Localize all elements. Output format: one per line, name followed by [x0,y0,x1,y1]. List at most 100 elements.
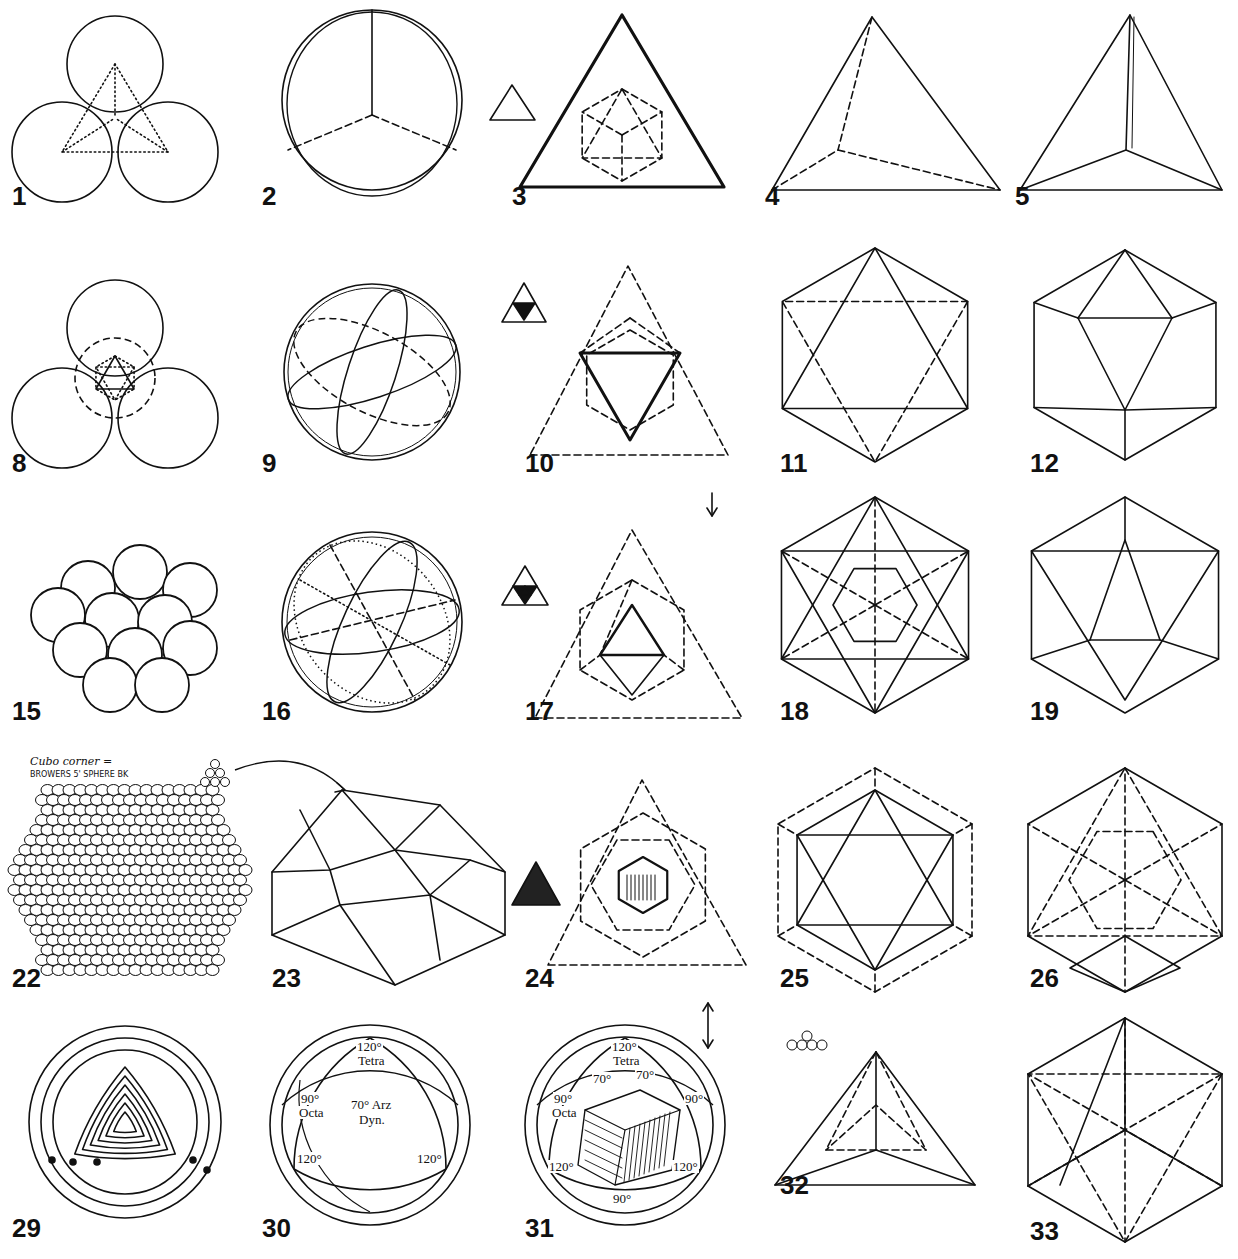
figure-line [114,64,116,118]
figure-line [1126,15,1130,150]
figure-line [1125,408,1216,411]
figure-line [644,1120,650,1174]
sphere-circle [234,855,247,866]
handwritten-note: Cubo corner = [30,756,112,767]
figure-line [1031,551,1218,700]
figure-line [1034,408,1125,411]
sphere-icon [216,769,225,778]
figure-number: 29 [12,1215,41,1241]
angle-label: 90° [684,1092,704,1105]
figure-line [581,813,706,957]
figure-circle [12,368,112,468]
figure-circle [29,1026,221,1218]
dot [204,1167,210,1173]
figure-line [395,850,470,895]
sphere-circle [217,925,230,936]
figure-line [1069,832,1181,929]
figure-line [1028,1074,1222,1186]
figure-line [535,530,742,718]
figure-line [300,810,330,870]
figure-number: 18 [780,698,809,724]
figure-line [1172,303,1216,319]
angle-label: 90° [612,1192,632,1205]
figure-circle [282,532,462,712]
figure-line [513,586,537,604]
figure-line [1070,936,1180,992]
figure-line [624,1128,630,1182]
figure-line [1028,768,1222,936]
figure-path [537,1071,713,1105]
figure-line [639,875,640,900]
sphere-circle [223,835,236,846]
figure-line [372,115,456,150]
figure-number: 19 [1030,698,1059,724]
angle-label: 70° Arz [350,1098,392,1111]
figure-line [1078,250,1125,318]
figure-number: 5 [1015,183,1029,209]
figure-line [707,508,717,516]
figure-line [502,566,548,605]
figure-line [782,248,967,462]
sphere-circle [228,905,241,916]
figure-line [330,545,415,700]
figure-line [580,580,684,700]
figure-circle [525,1025,725,1225]
figure-circle [537,1037,713,1213]
figure-line [875,551,969,605]
figure-line [600,580,632,655]
figure-ellipse [277,296,466,447]
figure-line [340,895,505,935]
figure-line [711,493,713,516]
figure-line [502,283,546,322]
angle-label: 70° [635,1068,655,1081]
angle-label: Tetra [612,1054,641,1067]
figure-line [1125,824,1222,880]
sphere-circle [223,915,236,926]
sphere-icon [807,1040,817,1050]
figure-line [1028,1074,1222,1186]
sphere-circle [228,845,241,856]
figure-path [114,1112,137,1133]
figure-number: 4 [765,183,779,209]
figure-line [875,605,969,659]
figure-line [875,1052,877,1150]
figure-line [585,1120,622,1138]
figure-line [639,1122,645,1176]
figure-line [838,17,872,150]
sphere-icon [211,760,220,769]
figure-line [826,1105,926,1150]
figure-line [330,870,340,905]
figure-line [707,1003,709,1048]
figure-line [548,780,746,965]
figure-line [772,17,1000,190]
angle-label: 90° [553,1092,573,1105]
figure-line [1020,15,1222,190]
figure-line [1125,250,1172,318]
figure-line [631,875,632,900]
figure-line [1124,497,1126,540]
figure-line [781,497,968,713]
figure-line [96,367,134,400]
figure-line [290,600,455,640]
sphere-icon [201,778,210,787]
figure-path [98,1094,152,1143]
sphere-icon [206,769,215,778]
figure-number: 22 [12,965,41,991]
figure-line [630,318,680,353]
figure-number: 25 [780,965,809,991]
angle-label: 120° [416,1152,443,1165]
figure-line [778,768,972,992]
figure-number: 10 [525,450,554,476]
figure-line [585,1130,622,1148]
figure-line [664,655,684,670]
sphere-icon [211,778,220,787]
figure-line [772,150,1000,190]
figure-line [371,10,373,115]
figure-line [578,1090,680,1185]
figure-line [1020,150,1222,190]
dot [190,1157,196,1163]
angle-label: 120° [296,1152,323,1165]
figure-line [621,135,623,181]
figure-circle [53,1050,197,1194]
figure-line [874,970,876,992]
